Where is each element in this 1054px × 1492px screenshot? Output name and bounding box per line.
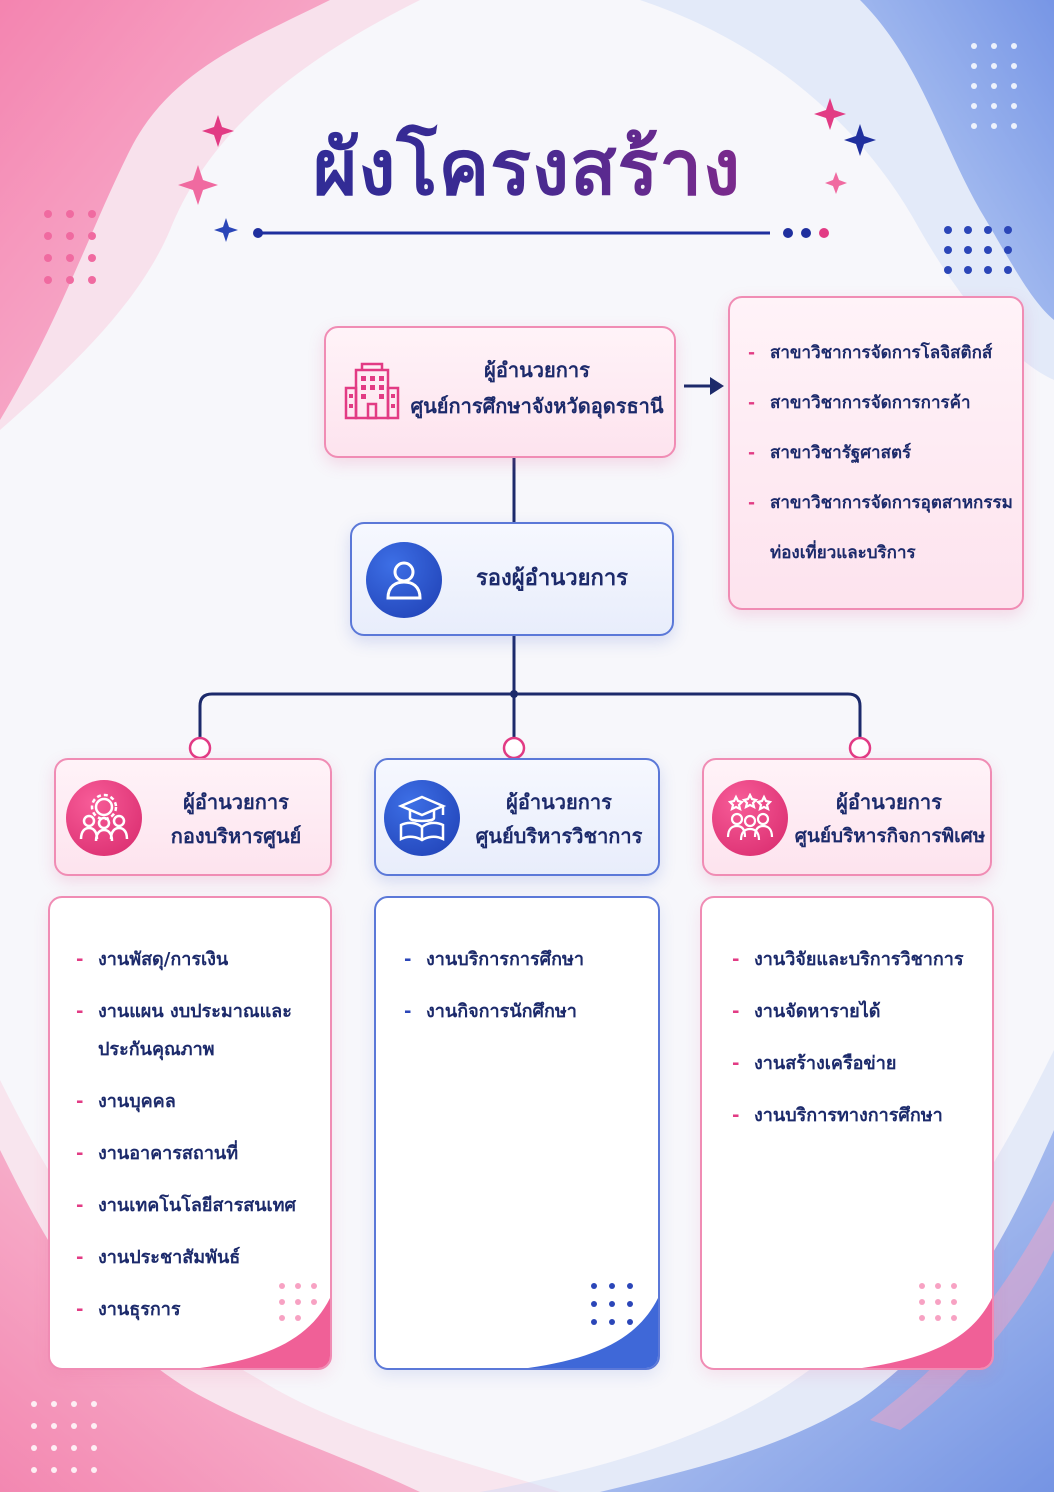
list-item: -งานพัสดุ/การเงิน (76, 949, 229, 970)
division-special-line2: ศูนย์บริหารกิจการพิเศษ (794, 825, 986, 847)
list-item: -งานบริการทางการศึกษา (732, 1105, 943, 1126)
task-list: -งานบริการการศึกษา -งานกิจการนักศึกษา (404, 934, 654, 1038)
director-box: ผู้อำนวยการ ศูนย์การศึกษาจังหวัดอุดรธานี (324, 326, 676, 458)
list-item: -งานแผน งบประมาณและ (76, 1001, 292, 1022)
division-special-tasks: -งานวิจัยและบริการวิชาการ -งานจัดหารายได… (700, 896, 994, 1370)
division-admin-line2: กองบริหารศูนย์ (170, 824, 302, 848)
list-item: -งานกิจการนักศึกษา (404, 1001, 577, 1022)
person-icon (366, 542, 442, 618)
team-stars-icon (712, 780, 788, 856)
list-item: -งานบริการการศึกษา (404, 949, 584, 970)
task-list: -งานวิจัยและบริการวิชาการ -งานจัดหารายได… (732, 934, 988, 1142)
division-admin-tasks: -งานพัสดุ/การเงิน -งานแผน งบประมาณและ ปร… (48, 896, 332, 1370)
corner-decoration (862, 1283, 992, 1368)
list-item: -สาขาวิชาการจัดการโลจิสติกส์ (748, 343, 993, 363)
deputy-label: รองผู้อำนวยการ (475, 566, 628, 591)
list-item: -งานจัดหารายได้ (732, 1001, 881, 1022)
list-item: -งานธุรการ (76, 1299, 181, 1320)
list-item: -สาขาวิชารัฐศาสตร์ (748, 443, 912, 463)
list-item: -งานสร้างเครือข่าย (732, 1053, 897, 1074)
list-item: -งานเทคโนโลยีสารสนเทศ (76, 1195, 296, 1216)
programs-list: -สาขาวิชาการจัดการโลจิสติกส์ -สาขาวิชากา… (748, 328, 1018, 578)
list-item: -งานประชาสัมพันธ์ (76, 1247, 241, 1268)
list-item: -สาขาวิชาการจัดการอุตสาหกรรม (748, 493, 1013, 513)
deputy-box: รองผู้อำนวยการ (350, 522, 674, 636)
task-list: -งานพัสดุ/การเงิน -งานแผน งบประมาณและ ปร… (76, 934, 326, 1336)
division-special-header: ผู้อำนวยการ ศูนย์บริหารกิจการพิเศษ (702, 758, 992, 876)
page-title: ผังโครงสร้าง (0, 118, 1054, 218)
list-item: -สาขาวิชาการจัดการการค้า (748, 393, 971, 413)
division-academic-tasks: -งานบริการการศึกษา -งานกิจการนักศึกษา (374, 896, 660, 1370)
division-academic-line2: ศูนย์บริหารวิชาการ (475, 824, 643, 848)
graduation-book-icon (384, 780, 460, 856)
division-admin-header: ผู้อำนวยการ กองบริหารศูนย์ (54, 758, 332, 876)
list-item: -งานบุคคล (76, 1091, 176, 1112)
division-academic-line1: ผู้อำนวยการ (506, 790, 612, 814)
team-gear-icon (66, 780, 142, 856)
list-item: -งานอาคารสถานที่ (76, 1143, 239, 1164)
division-special-line1: ผู้อำนวยการ (836, 790, 942, 814)
corner-decoration (528, 1283, 658, 1368)
director-label-line1: ผู้อำนวยการ (484, 358, 590, 382)
division-admin-line1: ผู้อำนวยการ (183, 790, 289, 814)
building-icon (344, 362, 400, 420)
director-label-line2: ศูนย์การศึกษาจังหวัดอุดรธานี (410, 394, 664, 418)
programs-box: -สาขาวิชาการจัดการโลจิสติกส์ -สาขาวิชากา… (728, 296, 1024, 610)
division-academic-header: ผู้อำนวยการ ศูนย์บริหารวิชาการ (374, 758, 660, 876)
list-item: ประกันคุณภาพ (98, 1039, 215, 1060)
list-item: -งานวิจัยและบริการวิชาการ (732, 949, 964, 970)
list-item: ท่องเที่ยวและบริการ (770, 543, 916, 563)
